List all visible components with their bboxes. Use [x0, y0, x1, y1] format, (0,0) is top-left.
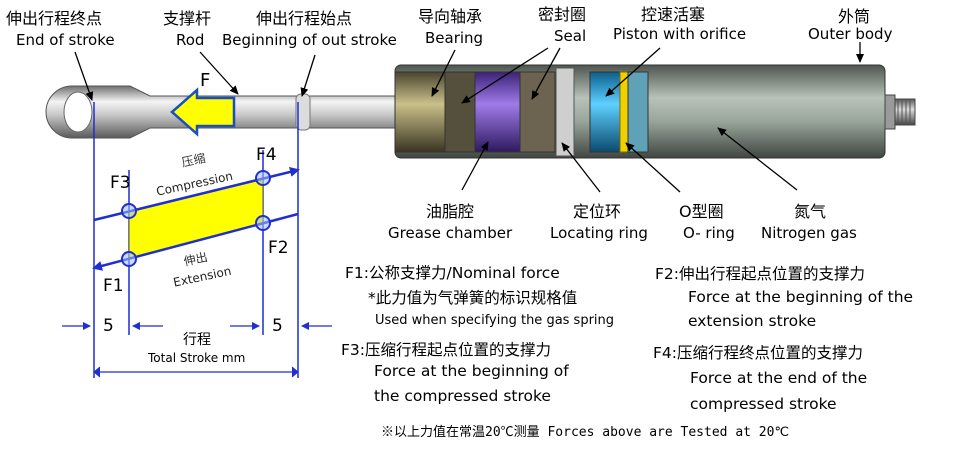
locating-label-zh: 定位环 — [573, 202, 622, 221]
end-of-stroke-label-en: End of stroke — [16, 31, 115, 49]
grease-chamber — [474, 71, 521, 153]
locating-ring — [555, 67, 575, 157]
f3-label: F3 — [110, 173, 131, 193]
seal-label-zh: 密封圈 — [538, 5, 587, 24]
force-graph — [62, 102, 332, 378]
note-f2-en1: Force at the beginning of the — [688, 288, 914, 306]
piston-label-en: Piston with orifice — [613, 25, 747, 43]
note-f3-en2: the compressed stroke — [374, 387, 551, 405]
total-stroke-arrow-left — [93, 366, 101, 378]
bearing-label-zh: 导向轴承 — [418, 7, 483, 26]
beginning-out-stroke-label-zh: 伸出行程始点 — [256, 9, 353, 28]
note-f2: F2:伸出行程起点位置的支撑力 — [655, 265, 866, 283]
note-f3: F3:压缩行程起点位置的支撑力 — [341, 341, 552, 359]
pointer-lines — [74, 42, 864, 193]
end-cap — [884, 94, 896, 130]
note-f1: F1:公称支撑力/Nominal force — [345, 264, 560, 282]
dim-right-value: 5 — [272, 316, 283, 336]
dim-left-value: 5 — [103, 316, 114, 336]
rod-label-zh: 支撑杆 — [163, 9, 212, 28]
note-f1-sub-zh: *此力值为气弹簧的标识规格值 — [368, 289, 578, 307]
nitrogen-label-en: Nitrogen gas — [761, 224, 857, 242]
force-arrow-label: F — [200, 70, 211, 91]
grease-label-zh: 油脂腔 — [426, 202, 475, 221]
f3-point — [121, 203, 137, 219]
f4-label: F4 — [256, 145, 277, 165]
f2-label: F2 — [268, 238, 289, 258]
note-f3-en1: Force at the beginning of — [374, 362, 569, 380]
seal-stack — [519, 71, 556, 153]
grease-label-en: Grease chamber — [388, 224, 513, 242]
bearing-label-en: Bearing — [425, 29, 484, 47]
rod-label-en: Rod — [176, 31, 205, 49]
note-f4: F4:压缩行程终点位置的支撑力 — [653, 344, 864, 362]
oring-label-zh: O型圈 — [679, 202, 724, 221]
total-stroke-arrow-right — [291, 366, 299, 378]
seal-block — [444, 71, 476, 153]
f4-point — [255, 170, 271, 186]
note-f2-en2: extension stroke — [688, 312, 817, 330]
threaded-stud — [894, 98, 916, 126]
f1-label: F1 — [103, 276, 124, 296]
end-of-stroke-label-zh: 伸出行程终点 — [6, 9, 103, 28]
footer-note: ※以上力值在常温20℃测量 Forces above are Tested at… — [381, 425, 790, 440]
seal-label-en: Seal — [554, 27, 587, 45]
o-ring — [619, 71, 629, 153]
nitrogen-label-zh: 氮气 — [794, 202, 827, 221]
force-arrow — [170, 87, 236, 137]
outer-body — [394, 64, 916, 159]
f1-point — [121, 251, 137, 267]
eye-hole — [63, 91, 93, 133]
note-f4-en2: compressed stroke — [690, 395, 837, 413]
piston-rear — [627, 71, 649, 153]
oring-label-en: O- ring — [683, 224, 735, 242]
piston-label-zh: 控速活塞 — [641, 5, 706, 24]
note-f4-en1: Force at the end of the — [690, 369, 868, 387]
piston — [589, 71, 621, 153]
beginning-out-stroke-label-en: Beginning of out stroke — [222, 31, 397, 49]
note-f1-sub-en: Used when specifying the gas spring — [375, 313, 615, 328]
stroke-label-en: Total Stroke mm — [148, 351, 246, 365]
outer-body-label-en: Outer body — [808, 25, 893, 43]
f2-point — [255, 215, 271, 231]
outer-body-label-zh: 外筒 — [838, 7, 871, 26]
stroke-label-zh: 行程 — [183, 332, 211, 348]
locating-label-en: Locating ring — [550, 224, 648, 242]
